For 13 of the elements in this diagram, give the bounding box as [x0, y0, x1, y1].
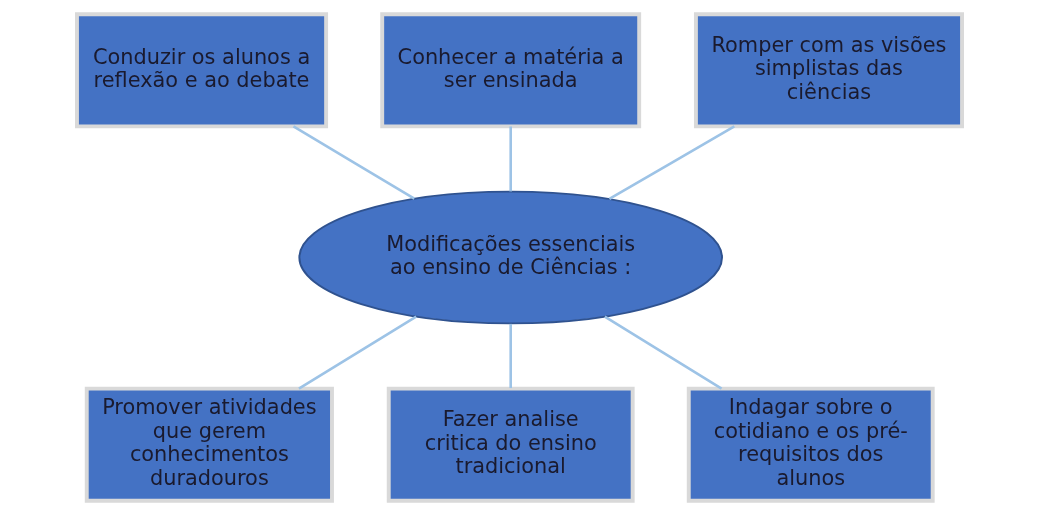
node-box: Conhecer a matéria a ser ensinada [379, 11, 641, 128]
connector [297, 315, 417, 390]
connector [603, 315, 722, 390]
connector [508, 323, 512, 388]
node-box: Promover atividades que gerem conhecimentos duradouros [84, 386, 334, 503]
connector [508, 126, 512, 191]
node-box: Indagar sobre o cotidiano e os pré-requisitos dos alunos [686, 386, 935, 503]
node-box: Romper com as visões simplistas das ciências [693, 11, 964, 128]
connector [608, 124, 735, 200]
node-box: Fazer analise critica do ensino tradicional [386, 386, 635, 503]
node-ellipse: Modificações essenciais ao ensino de Ciências : [297, 190, 723, 324]
node-box: Conduzir os alunos a reflexão e ao debate [74, 11, 328, 128]
connector [292, 124, 415, 200]
